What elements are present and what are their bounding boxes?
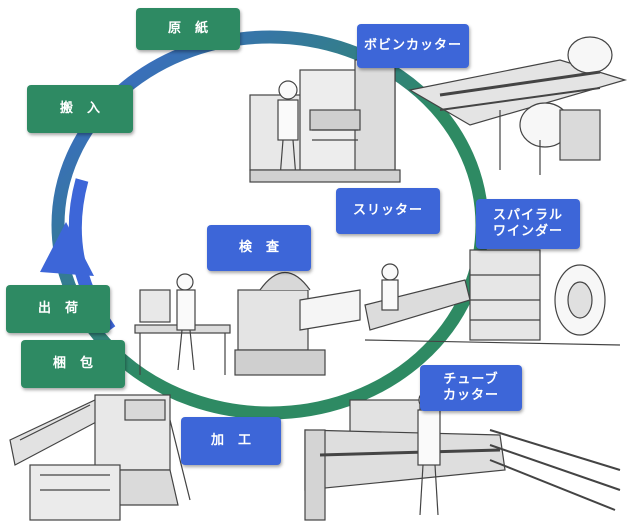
step-spiral-winder: スパイラル ワインダー [476, 199, 580, 249]
step-packing: 梱包 [21, 340, 125, 388]
step-tube-cutter: チューブ カッター [420, 365, 522, 411]
step-slitter: スリッター [336, 188, 440, 234]
packing-conveyor-icon [9, 394, 191, 521]
bobbin-cutter-machine-icon [408, 36, 628, 175]
step-shipping: 出荷 [6, 285, 110, 333]
step-receiving: 搬入 [27, 85, 133, 133]
step-processing: 加工 [181, 417, 281, 465]
step-bobbin-cutter: ボビンカッター [357, 24, 469, 68]
slitter-machine-icon [249, 59, 401, 183]
step-raw-paper: 原紙 [136, 8, 240, 50]
spiral-winder-machine-icon [364, 249, 621, 346]
cycle-arrow-head [40, 222, 94, 276]
step-inspection: 検査 [207, 225, 311, 271]
inspection-machine-icon [134, 272, 361, 376]
